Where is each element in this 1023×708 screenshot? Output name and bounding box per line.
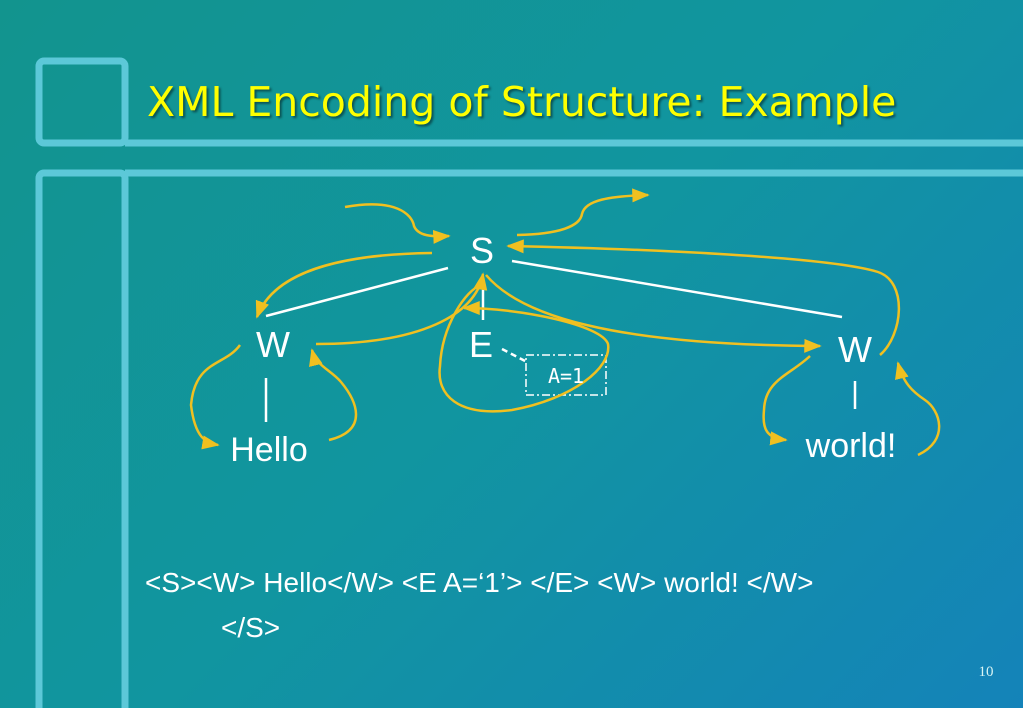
edge-s-w-left — [265, 266, 449, 318]
frame-left-box — [35, 169, 129, 708]
node-w-left: W — [256, 324, 290, 365]
arrow-around-e — [438, 283, 610, 413]
edge-e-attribute — [501, 347, 528, 364]
page-number: 10 — [979, 664, 994, 680]
arrow-hello-to-w — [309, 348, 358, 442]
arrow-world-to-w — [895, 361, 941, 457]
node-w-right: W — [838, 329, 872, 370]
xml-line-1: <S><W> Hello</W> <E A=‘1’> </E> <W> worl… — [145, 567, 813, 598]
arrow-s-to-w-right — [485, 274, 822, 353]
arrow-w-to-hello — [189, 344, 242, 450]
frame-title-box — [35, 57, 129, 147]
arrow-s-to-w-left — [255, 251, 433, 319]
arrow-enter-s — [344, 203, 451, 244]
arrow-w-to-s — [315, 272, 488, 346]
slide-title: XML Encoding of Structure: Example — [147, 78, 896, 126]
traversal-arrows — [189, 188, 941, 457]
arrow-w-to-world — [762, 355, 811, 446]
leaf-world: world! — [805, 427, 897, 465]
node-e: E — [469, 324, 493, 365]
edge-s-w-right — [511, 259, 843, 319]
attribute-box — [525, 354, 607, 396]
slide-frame — [35, 57, 1023, 708]
tree-edges — [264, 259, 857, 422]
leaf-hello: Hello — [230, 431, 307, 469]
arrow-exit-s — [516, 188, 650, 237]
xml-line-2: </S> — [221, 612, 280, 643]
arrow-w-right-to-s — [506, 239, 901, 356]
node-s: S — [470, 230, 494, 271]
attribute-label: A=1 — [548, 364, 584, 388]
